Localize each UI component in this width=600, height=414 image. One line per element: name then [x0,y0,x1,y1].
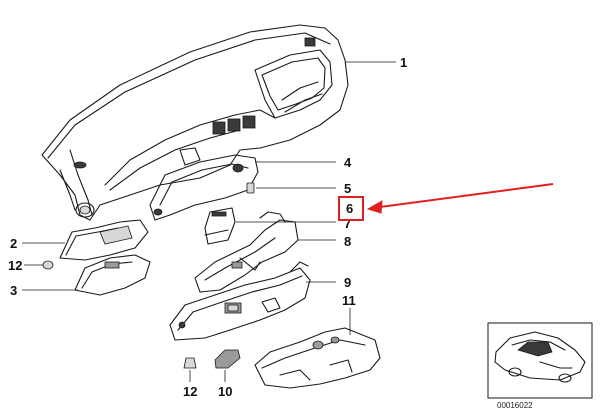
highlight-box [338,196,364,221]
leader-lines [22,61,396,382]
callout-2: 2 [10,236,17,251]
callout-7: 7 [344,216,351,231]
callout-11: 11 [342,293,356,308]
clip-part-5 [246,182,255,194]
dashboard-part-1 [41,24,349,221]
knee-panel-part-9 [169,261,311,341]
button-part-12-upper [42,260,54,270]
lower-side-panel-part-3 [74,254,151,296]
callout-12-upper: 12 [8,258,22,273]
lower-cover-part-11 [254,327,381,389]
callout-labels: 1 4 5 6 7 8 9 11 2 12 3 12 10 [8,55,407,399]
callout-10: 10 [218,384,232,399]
callout-3: 3 [10,283,17,298]
callout-9: 9 [344,275,351,290]
callout-5: 5 [344,181,351,196]
highlight-marker [338,183,554,221]
callout-8: 8 [344,234,351,249]
instrument-surround-part-4 [149,154,259,221]
reference-number: 00016022 [497,401,533,410]
highlight-arrow-head [366,200,383,214]
highlight-arrow-line [379,183,554,208]
callout-12-lower: 12 [183,384,197,399]
car-locator-inset [487,322,593,399]
callout-1: 1 [400,55,407,70]
button-part-12-lower [183,357,197,369]
bracket-part-7 [204,207,236,245]
lower-panel-part-8 [194,211,299,293]
callout-4: 4 [344,155,352,170]
side-panel-part-2 [59,219,149,261]
cover-part-10 [214,349,241,369]
callout-6: 6 [346,201,353,216]
